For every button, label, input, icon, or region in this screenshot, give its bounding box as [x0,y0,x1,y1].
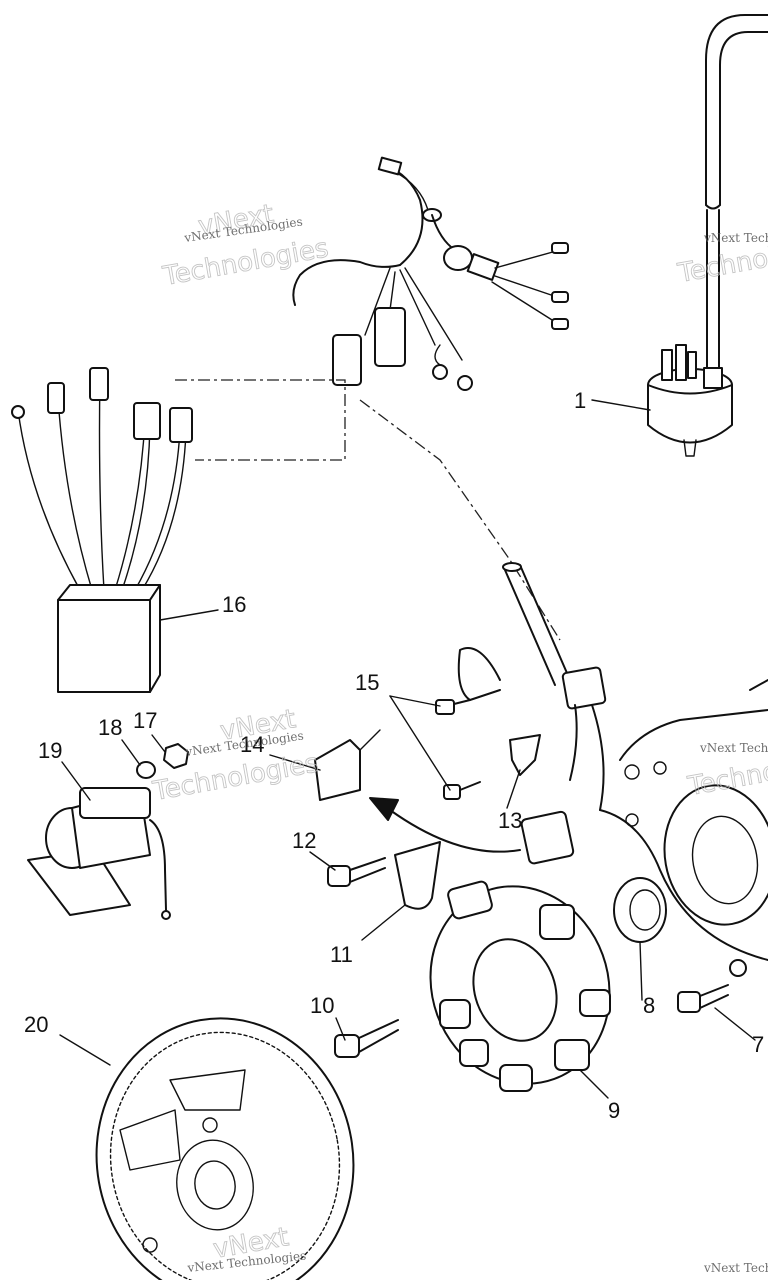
part-11-bracket [394,841,441,910]
watermark-small-r: vNext Technologies [699,741,768,755]
arrow-head [369,797,399,821]
part-18-washer [136,761,156,779]
leader-lines [59,399,756,1099]
stator-cable [457,562,607,811]
callout-13: 13 [498,808,522,833]
callout-1: 1 [574,388,586,413]
watermark-small-br: vNext Technologies [703,1261,768,1275]
pickup-coil [520,810,575,865]
callout-10: 10 [310,993,334,1018]
part-13-clip [509,734,541,776]
part-7-bolt [677,959,747,1013]
callout-9: 9 [608,1098,620,1123]
callout-labels: 1 16 15 18 17 14 19 13 12 11 8 10 7 20 9 [24,388,764,1123]
callout-20: 20 [24,1012,48,1037]
callout-18: 18 [98,715,122,740]
watermark-small-tr: vNext Technologies [703,231,768,245]
callout-15: 15 [355,670,379,695]
part-20-flywheel [95,1017,355,1280]
part-9-stator [429,880,611,1092]
wire-harness [292,156,569,391]
direction-arrow [389,809,521,853]
callout-19: 19 [38,738,62,763]
part-15-screws [435,699,481,800]
callout-7: 7 [752,1032,764,1057]
part-10-bolt [334,1019,399,1058]
callout-11: 11 [330,942,353,967]
part-17-nut [163,743,189,769]
part-8-seal [613,877,667,943]
callout-16: 16 [222,592,246,617]
part-19-solenoid [27,787,171,920]
part-14-pickup [314,729,381,801]
callout-12: 12 [292,828,316,853]
part-12-bolt [327,857,386,887]
part-1-switch [647,14,768,457]
callout-14: 14 [240,732,264,757]
stator-cover [599,679,768,961]
routing-line [359,399,561,641]
callout-17: 17 [133,708,157,733]
part-16-regulator [11,367,346,693]
callout-8: 8 [643,993,655,1018]
